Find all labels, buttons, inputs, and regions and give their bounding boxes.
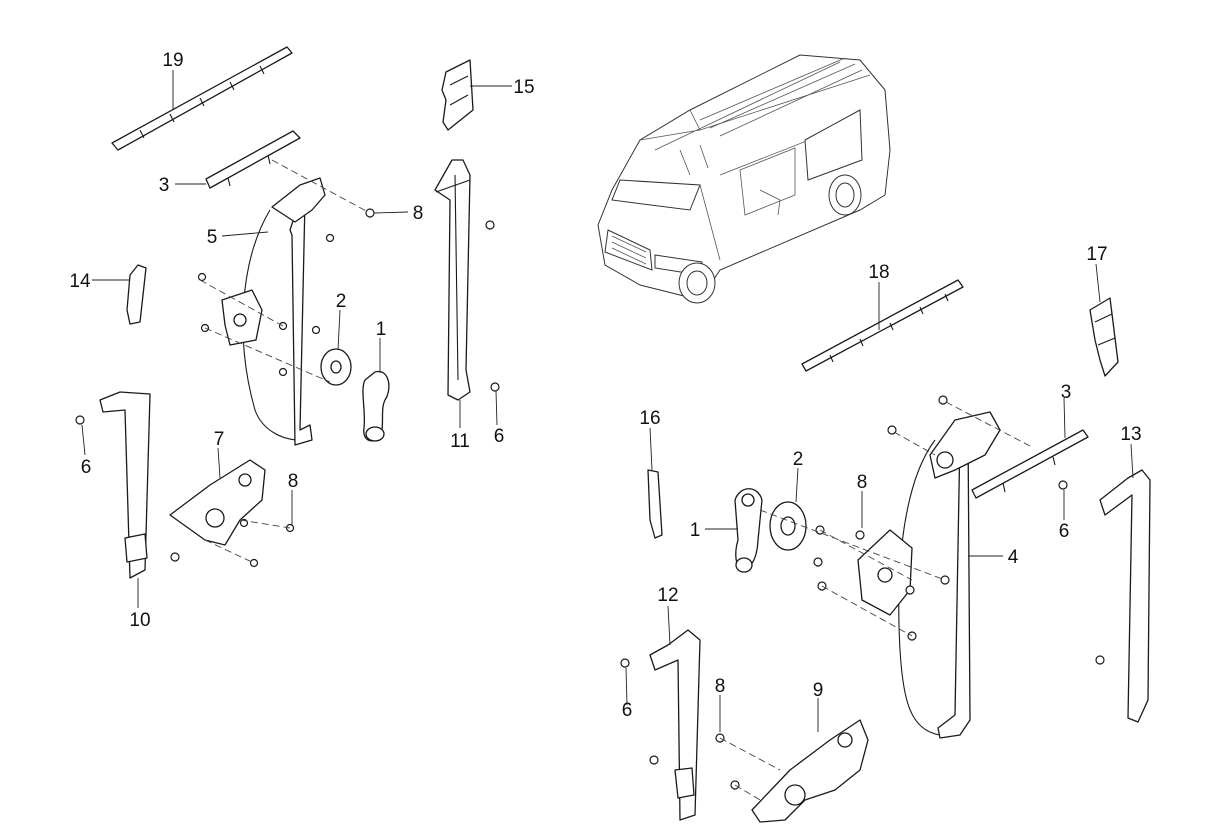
part-19-glass-run-strip xyxy=(111,46,293,151)
part-7-regulator-motor xyxy=(169,459,266,546)
part-2-drum xyxy=(320,348,352,386)
part-15-bracket xyxy=(441,59,474,131)
callout-2: 2 xyxy=(793,449,804,470)
callout-18: 18 xyxy=(868,262,889,283)
part-5-window-regulator xyxy=(221,177,326,446)
part-18-glass-run-strip xyxy=(801,279,964,372)
callout-12: 12 xyxy=(657,585,678,606)
bolt-icon xyxy=(620,395,1105,790)
callout-1: 1 xyxy=(690,520,701,541)
callout-3: 3 xyxy=(1061,382,1072,403)
callout-6: 6 xyxy=(622,700,633,721)
part-2-drum xyxy=(769,501,807,551)
callout-19: 19 xyxy=(162,50,183,71)
callout-14: 14 xyxy=(69,271,91,292)
callout-8: 8 xyxy=(715,676,726,697)
part-10-front-glass-channel xyxy=(99,391,151,579)
part-3-inner-belt-strip xyxy=(971,429,1089,499)
callout-10: 10 xyxy=(129,610,150,631)
callout-7: 7 xyxy=(214,429,225,450)
part-12-front-glass-channel xyxy=(649,629,701,821)
part-13-rear-glass-channel xyxy=(1099,469,1151,723)
callout-8: 8 xyxy=(413,203,424,224)
van-icon xyxy=(597,54,891,304)
callout-4: 4 xyxy=(1008,547,1019,568)
callout-15: 15 xyxy=(513,77,534,98)
callout-9: 9 xyxy=(813,680,824,701)
callout-1: 1 xyxy=(376,319,387,340)
callout-11: 11 xyxy=(450,431,470,452)
part-4-window-regulator xyxy=(857,411,1001,739)
callout-13: 13 xyxy=(1120,424,1141,445)
callout-17: 17 xyxy=(1086,244,1107,265)
part-11-rear-glass-channel xyxy=(434,159,471,401)
part-9-regulator-motor xyxy=(751,719,869,823)
part-1-window-crank-handle xyxy=(734,488,763,573)
callout-3: 3 xyxy=(159,175,170,196)
callout-5: 5 xyxy=(207,227,218,248)
part-14-bracket xyxy=(126,264,147,325)
part-1-window-crank-handle xyxy=(362,370,390,442)
callout-8: 8 xyxy=(857,472,868,493)
callout-6: 6 xyxy=(81,457,92,478)
callout-16: 16 xyxy=(639,408,660,429)
callout-2: 2 xyxy=(336,291,347,312)
callout-6: 6 xyxy=(1059,521,1070,542)
part-16-bracket xyxy=(647,469,663,539)
callout-6: 6 xyxy=(494,426,505,447)
part-17-bracket xyxy=(1089,297,1119,377)
part-3-inner-belt-strip xyxy=(205,130,301,189)
callout-8: 8 xyxy=(288,471,299,492)
